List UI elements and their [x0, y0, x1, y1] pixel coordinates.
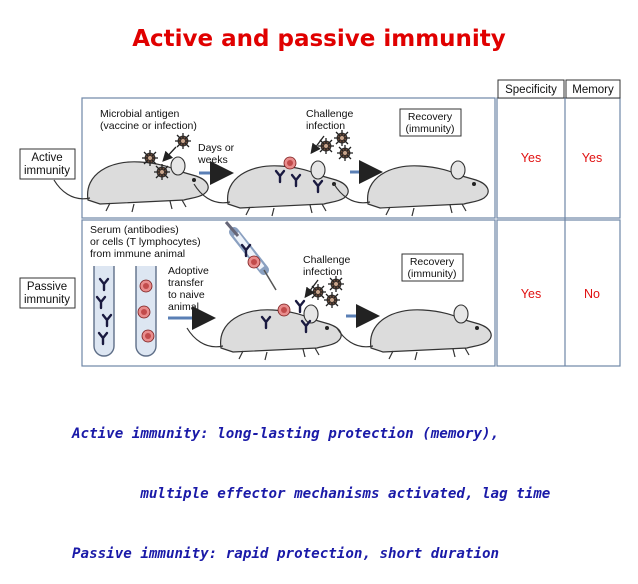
t-cell-icon	[277, 303, 291, 317]
active-label-box	[19, 148, 76, 180]
antibody-icon	[294, 299, 306, 314]
microbe-icon	[174, 132, 192, 150]
transfer-label-line3: to naive	[168, 289, 205, 301]
passive-memory-value: No	[584, 287, 600, 301]
microbe-icon	[336, 144, 354, 162]
active-mouse-1	[53, 156, 209, 213]
active-mouse-2	[193, 160, 349, 217]
microbe-icon	[153, 163, 171, 181]
transfer-label-line4: animal	[168, 301, 199, 313]
summary-caption: Active immunity: long-lasting protection…	[72, 384, 550, 584]
antigen-label-line2: (vaccine or infection)	[100, 120, 197, 132]
t-cell-icon	[283, 156, 297, 170]
serum-label-line1: Serum (antibodies)	[90, 224, 179, 236]
active-recovery-box	[399, 108, 462, 137]
passive-label-box	[19, 277, 76, 309]
serum-label-line2: or cells (T lymphocytes)	[90, 236, 201, 248]
serum-label-line3: from immune animal	[90, 248, 185, 260]
passive-recovery-line2: (immunity)	[408, 268, 457, 280]
active-specificity-value: Yes	[521, 151, 541, 165]
active-label-line2: immunity	[24, 165, 70, 177]
delay-label-line2: weeks	[197, 154, 228, 166]
immunity-diagram: Specificity Memory Active immunity Passi…	[19, 79, 621, 367]
active-panel	[81, 97, 496, 219]
microbe-icon	[141, 149, 159, 167]
passive-mouse-1	[186, 304, 342, 361]
active-recovery-line1: Recovery	[408, 111, 453, 123]
passive-challenge-line1: Challenge	[303, 254, 350, 266]
memory-header: Memory	[572, 84, 614, 96]
active-challenge-line1: Challenge	[306, 108, 353, 120]
passive-label-line1: Passive	[27, 281, 67, 293]
passive-recovery-line1: Recovery	[410, 256, 455, 268]
active-recovery-line2: (immunity)	[406, 123, 455, 135]
passive-results-panel	[496, 219, 621, 367]
passive-mouse-2	[336, 304, 492, 361]
memory-header-box	[565, 79, 621, 99]
caption-line-2: multiple effector mechanisms activated, …	[72, 486, 551, 502]
transfer-label-line2: transfer	[168, 277, 204, 289]
passive-challenge-line2: infection	[303, 266, 342, 278]
antigen-label-line1: Microbial antigen	[100, 108, 180, 120]
delay-label-line1: Days or	[198, 142, 235, 154]
caption-line-3: Passive immunity: rapid protection, shor…	[72, 546, 500, 562]
microbe-icon	[333, 129, 351, 147]
passive-panel	[81, 219, 496, 367]
microbe-icon	[323, 291, 341, 309]
passive-specificity-value: Yes	[521, 287, 541, 301]
passive-label-line2: immunity	[24, 294, 70, 306]
syringe-icon	[224, 221, 277, 291]
active-label-line1: Active	[31, 152, 62, 164]
slide-title: Active and passive immunity	[132, 26, 506, 52]
caption-line-1: Active immunity: long-lasting protection…	[72, 426, 500, 442]
microbe-icon	[327, 275, 345, 293]
transfer-label-line1: Adoptive	[168, 265, 209, 277]
specificity-header-box	[497, 79, 565, 99]
test-tube-2	[135, 266, 157, 357]
active-memory-value: Yes	[582, 151, 602, 165]
active-challenge-line2: infection	[306, 120, 345, 132]
specificity-header: Specificity	[505, 84, 557, 96]
test-tube-1	[93, 266, 115, 357]
passive-recovery-box	[401, 253, 464, 282]
active-mouse-3	[333, 160, 489, 217]
